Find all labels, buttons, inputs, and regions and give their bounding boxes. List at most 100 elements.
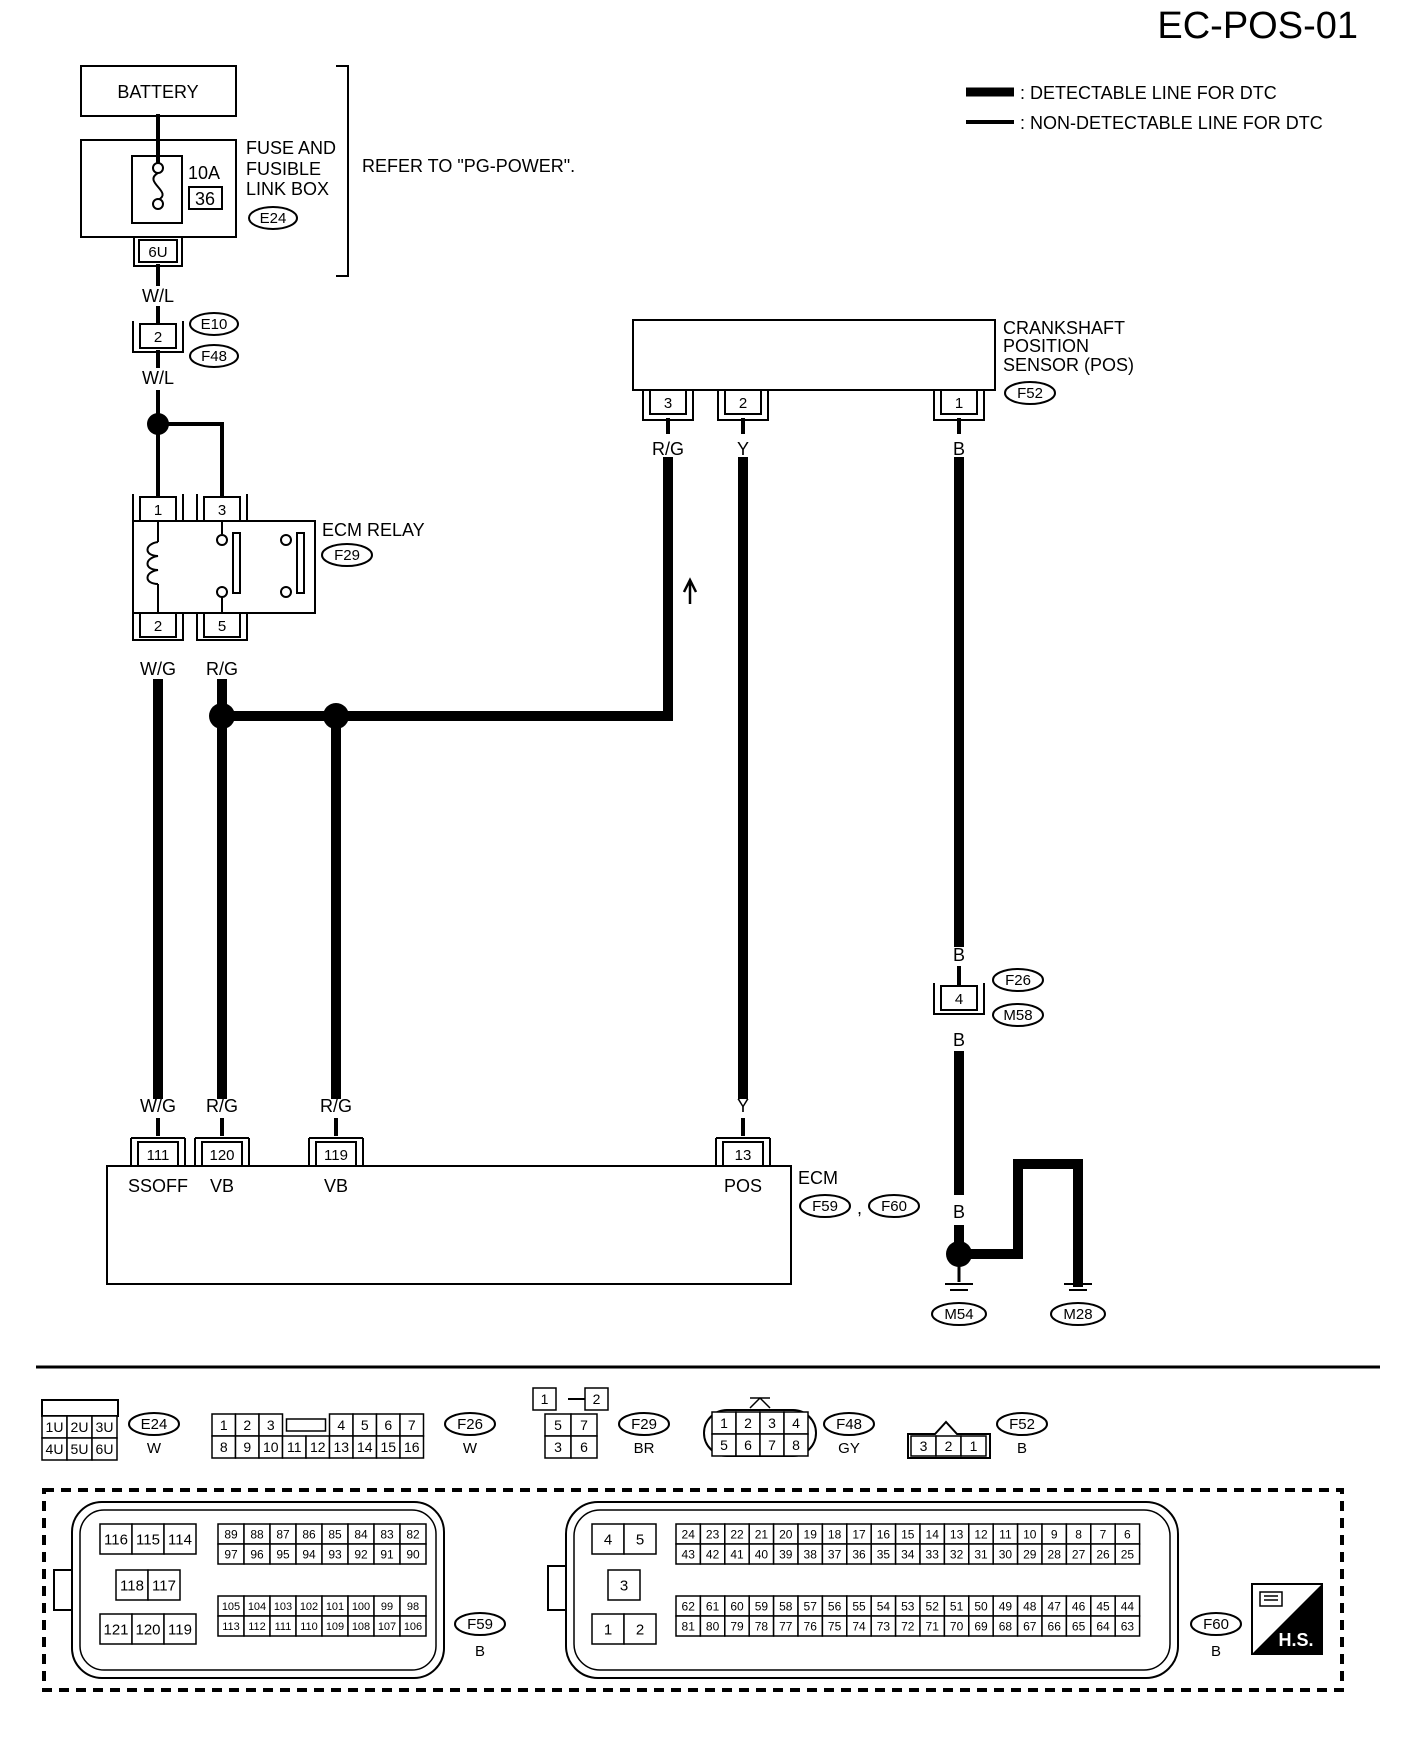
f60-pin-63: 63	[1121, 1619, 1135, 1633]
f59-view-id: F59	[467, 1616, 493, 1633]
f60-pin-34: 34	[901, 1547, 915, 1561]
relay-pin-3-box	[203, 496, 241, 522]
f26-pin-16: 16	[404, 1439, 420, 1455]
f60-pin-2: 2	[636, 1621, 644, 1638]
relay-pin-1-bracket	[132, 494, 184, 521]
f60-pin-45: 45	[1096, 1599, 1110, 1613]
connector-badge-f60-text: F60	[881, 1198, 907, 1215]
f60-pin-69: 69	[974, 1619, 988, 1633]
connector-badge-f48	[189, 344, 239, 368]
f60-pin-49: 49	[999, 1599, 1013, 1613]
ecm: W/G R/G R/G Y 111 SSOFF 120 VB 119 VB 13…	[106, 1096, 920, 1285]
connector-badge-f29	[321, 543, 373, 567]
f60-pin-36: 36	[852, 1547, 866, 1561]
e24-pin-1U: 1U	[46, 1419, 64, 1435]
wire-label-rg-ecm-119: R/G	[320, 1096, 352, 1116]
f59-pin-121-cell	[99, 1613, 133, 1645]
f59-pin-114: 114	[168, 1531, 192, 1548]
connector-badge-e24-view	[128, 1412, 180, 1436]
f26-pin-7: 7	[408, 1417, 416, 1433]
f59-pin-117: 117	[152, 1577, 176, 1594]
fuse-box-inner	[131, 155, 183, 224]
f60-pin-81: 81	[682, 1619, 696, 1633]
ground-joint-box	[940, 985, 978, 1011]
f60-pin-56: 56	[828, 1599, 842, 1613]
f60-pin-61: 61	[706, 1599, 720, 1613]
wire-label-b-sensor: B	[953, 439, 965, 459]
f60-pin-10: 10	[1023, 1527, 1037, 1541]
f59-pin-101: 101	[326, 1601, 344, 1613]
f59-pin-94: 94	[302, 1547, 316, 1561]
f60-pin-8: 8	[1075, 1527, 1082, 1541]
fuse-terminal-top	[152, 162, 164, 174]
f48-pin-6: 6	[744, 1437, 752, 1453]
f59-pin-119-cell	[163, 1613, 197, 1645]
f60-pin-19: 19	[804, 1527, 818, 1541]
f60-pin-76: 76	[804, 1619, 818, 1633]
f26-pin-8: 8	[220, 1439, 228, 1455]
sensor-pin-1-box	[940, 389, 978, 415]
f48-pin-7: 7	[768, 1437, 776, 1453]
f29-pin-2: 2	[593, 1391, 601, 1407]
f59-pin-120-cell	[131, 1613, 165, 1645]
f60-pin-5: 5	[636, 1531, 644, 1548]
ecm-terminal-111-name: SSOFF	[128, 1176, 188, 1196]
f59-pin-100: 100	[352, 1601, 370, 1613]
f60-pin-66: 66	[1048, 1619, 1062, 1633]
f60-pin-67: 67	[1023, 1619, 1037, 1633]
f60-pin-78: 78	[755, 1619, 769, 1633]
f29-pin-5: 5	[554, 1417, 562, 1433]
f59-pin-90-cell	[399, 1543, 427, 1565]
f59-pin-116: 116	[104, 1531, 128, 1548]
f60-pin-59: 59	[755, 1599, 769, 1613]
f60-pin-64: 64	[1096, 1619, 1110, 1633]
f60-pin-3-cell	[607, 1569, 641, 1601]
hs-connector-icon	[1259, 1591, 1283, 1607]
f59-pin-117-cell	[147, 1569, 181, 1601]
f60-pin-70: 70	[950, 1619, 964, 1633]
f60-pin-39: 39	[779, 1547, 793, 1561]
f48-pin-8: 8	[792, 1437, 800, 1453]
relay-contact-2-bottom	[280, 586, 292, 598]
f59-latch	[53, 1569, 73, 1611]
joint-connector-box	[139, 323, 177, 349]
f60-pin-62: 62	[682, 1599, 696, 1613]
f60-pin-12: 12	[974, 1527, 988, 1541]
e24-pin-5U: 5U	[71, 1441, 89, 1457]
f60-pin-80: 80	[706, 1619, 720, 1633]
f59-pin-112: 112	[248, 1621, 266, 1633]
f60-pin-1: 1	[604, 1621, 612, 1638]
fuse-rating: 10A	[188, 163, 220, 183]
f59-pin-120: 120	[135, 1621, 160, 1638]
ecm-terminal-111-bracket	[130, 1137, 186, 1166]
f29-pin-3: 3	[554, 1439, 562, 1455]
relay-coil-icon	[146, 541, 159, 585]
crank-sensor-label-1: CRANKSHAFT	[1003, 318, 1125, 338]
ground-joint-pin: 4	[955, 991, 963, 1008]
f29-view-id: F29	[631, 1416, 657, 1433]
relay-pin-2: 2	[154, 618, 162, 635]
hs-badge-fill	[1252, 1584, 1322, 1654]
f59-pin-114-cell	[163, 1523, 197, 1555]
f29-view-color: BR	[634, 1440, 655, 1457]
f29-pin-6-cell	[570, 1435, 598, 1459]
connector-badge-e24-text: E24	[260, 210, 287, 227]
f60-pin-40: 40	[755, 1547, 769, 1561]
f59-housing-inner	[79, 1509, 437, 1671]
connector-badge-f52	[1004, 381, 1056, 405]
relay-pin-3-bracket	[196, 494, 248, 521]
f52-pin-3: 3	[920, 1438, 928, 1454]
f60-pin-63-cell	[1114, 1615, 1141, 1637]
connector-badge-f52-text: F52	[1017, 385, 1043, 402]
f60-pin-74: 74	[852, 1619, 866, 1633]
hs-badge-text: H.S.	[1278, 1630, 1313, 1650]
sensor-pin-2-box	[724, 389, 762, 415]
f60-pin-30: 30	[999, 1547, 1013, 1561]
wire-b-ground-loop	[954, 1159, 1083, 1259]
ecm-connector-separator: ,	[857, 1198, 862, 1218]
f59-pin-109: 109	[326, 1621, 344, 1633]
f59-pin-85: 85	[328, 1527, 342, 1541]
